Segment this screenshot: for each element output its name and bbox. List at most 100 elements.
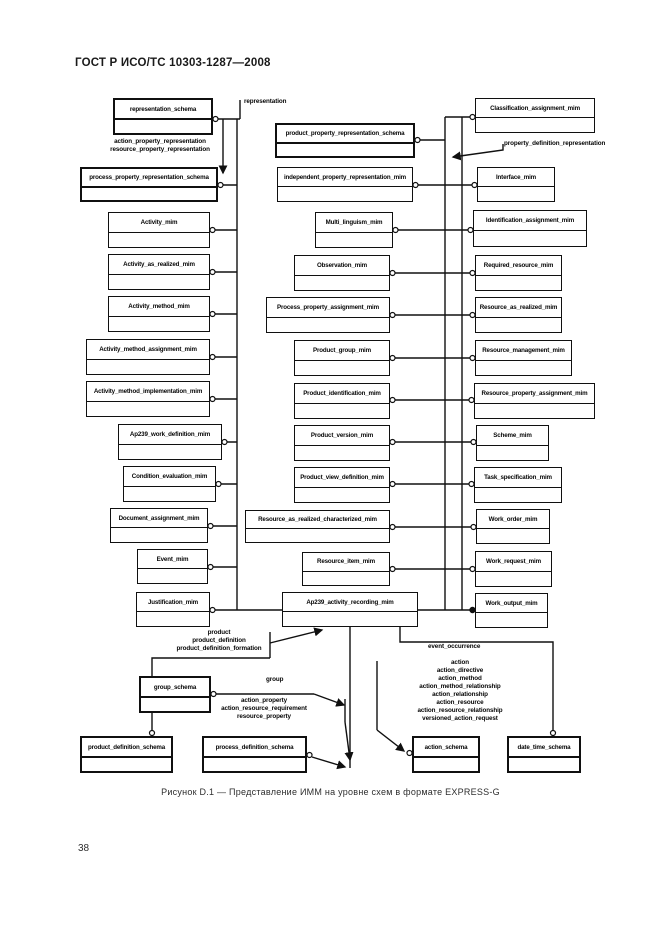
box-body (82, 188, 216, 200)
box-body (476, 318, 561, 332)
box-body (475, 404, 594, 418)
box-label-observation-mim: Observation_mim (295, 256, 389, 276)
box-label-product-definition-schema: product_definition_schema (82, 738, 171, 759)
box-required-resource-mim: Required_resource_mim (475, 255, 562, 291)
box-process-property-assignment-mim: Process_property_assignment_mim (266, 297, 390, 333)
label-product-refs: product product_definition product_defin… (176, 629, 262, 652)
box-interface-mim: Interface_mim (477, 167, 555, 202)
box-product-group-mim: Product_group_mim (294, 340, 390, 376)
box-action-schema: action_schema (412, 736, 480, 773)
box-label-product-identification-mim: Product_identification_mim (295, 384, 389, 404)
box-body (111, 528, 207, 542)
box-resource-property-assignment-mim: Resource_property_assignment_mim (474, 383, 595, 419)
box-independent-property-representation-mim: independent_property_representation_mim (277, 167, 413, 202)
box-work-order-mim: Work_order_mim (476, 509, 550, 544)
box-identification-assignment-mim: Identification_assignment_mim (473, 210, 587, 247)
box-body (295, 488, 389, 502)
box-body (87, 360, 209, 374)
label-event-occurrence: event_occurrence (428, 643, 481, 650)
box-body (204, 758, 305, 771)
box-activity-method-assignment-mim: Activity_method_assignment_mim (86, 339, 210, 375)
box-body (477, 529, 549, 543)
box-condition-evaluation-mim: Condition_evaluation_mim (123, 466, 216, 502)
box-body (87, 402, 209, 416)
box-label-interface-mim: Interface_mim (478, 168, 554, 188)
box-body (109, 275, 209, 289)
box-process-property-representation-schema: process_property_representation_schema (80, 167, 218, 202)
box-label-product-property-representation-schema: product_property_representation_schema (277, 125, 413, 145)
box-resource-as-realized-characterized-mim: Resource_as_realized_characterized_mim (245, 510, 390, 543)
box-body (295, 446, 389, 460)
box-body (295, 361, 389, 375)
box-label-justification-mim: Justification_mim (137, 593, 209, 613)
box-work-output-mim: Work_output_mim (475, 593, 548, 628)
box-product-property-representation-schema: product_property_representation_schema (275, 123, 415, 158)
box-label-identification-assignment-mim: Identification_assignment_mim (474, 211, 586, 232)
box-label-required-resource-mim: Required_resource_mim (476, 256, 561, 276)
box-work-request-mim: Work_request_mim (475, 551, 552, 587)
label-action-refs: action action_directive action_method ac… (417, 659, 503, 722)
box-body (303, 572, 389, 585)
box-label-resource-management-mim: Resource_management_mim (476, 341, 571, 361)
box-body (119, 445, 221, 459)
box-document-assignment-mim: Document_assignment_mim (110, 508, 208, 543)
box-activity-mim: Activity_mim (108, 212, 210, 248)
box-label-condition-evaluation-mim: Condition_evaluation_mim (124, 467, 215, 487)
box-body (283, 612, 417, 626)
page-number: 38 (78, 843, 90, 854)
box-label-work-order-mim: Work_order_mim (477, 510, 549, 530)
box-body (414, 758, 478, 771)
label-property-definition-representation: property_definition_representation (504, 140, 606, 147)
box-label-process-property-assignment-mim: Process_property_assignment_mim (267, 298, 389, 318)
box-label-action-schema: action_schema (414, 738, 478, 759)
box-resource-management-mim: Resource_management_mim (475, 340, 572, 376)
box-activity-method-mim: Activity_method_mim (108, 296, 210, 332)
box-body (278, 187, 412, 201)
box-justification-mim: Justification_mim (136, 592, 210, 627)
box-product-version-mim: Product_version_mim (294, 425, 390, 461)
box-body (476, 276, 561, 290)
box-label-activity-method-mim: Activity_method_mim (109, 297, 209, 317)
box-label-task-specification-mim: Task_specification_mim (475, 468, 561, 488)
box-body (138, 569, 207, 583)
box-body (295, 404, 389, 418)
box-label-activity-as-realized-mim: Activity_as_realized_mim (109, 255, 209, 275)
box-label-product-group-mim: Product_group_mim (295, 341, 389, 361)
box-body (295, 276, 389, 290)
box-label-date-time-schema: date_time_schema (509, 738, 579, 759)
box-body (141, 698, 209, 711)
box-label-group-schema: group_schema (141, 678, 209, 699)
box-activity-as-realized-mim: Activity_as_realized_mim (108, 254, 210, 290)
standard-number-header: ГОСТ Р ИСО/ТС 10303-1287—2008 (75, 57, 271, 69)
label-action-resource-property-representation: action_property_representation resource_… (110, 138, 210, 153)
box-body (509, 758, 579, 771)
box-label-multi-linguism-mim: Multi_linguism_mim (316, 213, 392, 233)
box-label-ap239-work-definition-mim: Ap239_work_definition_mim (119, 425, 221, 445)
box-body (115, 120, 211, 133)
box-body (476, 572, 551, 586)
box-scheme-mim: Scheme_mim (476, 425, 549, 461)
box-body (137, 612, 209, 626)
box-body (476, 613, 547, 627)
box-body (476, 361, 571, 375)
box-body (109, 317, 209, 331)
box-label-product-version-mim: Product_version_mim (295, 426, 389, 446)
box-body (474, 231, 586, 246)
box-body (475, 488, 561, 502)
box-task-specification-mim: Task_specification_mim (474, 467, 562, 503)
box-label-resource-as-realized-characterized-mim: Resource_as_realized_characterized_mim (246, 511, 389, 530)
box-label-representation-schema: representation_schema (115, 100, 211, 121)
box-ap239-activity-recording-mim: Ap239_activity_recording_mim (282, 592, 418, 627)
box-body (246, 529, 389, 542)
box-body (267, 318, 389, 332)
label-action-property-refs: action_property action_resource_requirem… (221, 697, 307, 720)
box-label-activity-mim: Activity_mim (109, 213, 209, 233)
box-resource-item-mim: Resource_item_mim (302, 552, 390, 586)
box-group-schema: group_schema (139, 676, 211, 713)
box-product-definition-schema: product_definition_schema (80, 736, 173, 773)
box-representation-schema: representation_schema (113, 98, 213, 135)
box-label-independent-property-representation-mim: independent_property_representation_mim (278, 168, 412, 188)
box-body (124, 487, 215, 501)
box-label-scheme-mim: Scheme_mim (477, 426, 548, 446)
